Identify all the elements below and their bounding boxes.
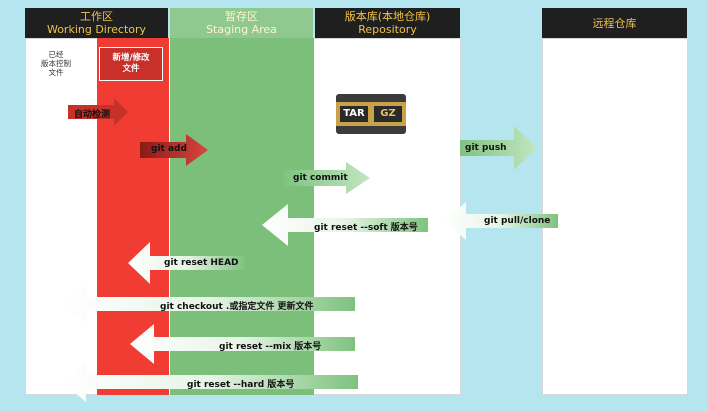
git-add-arrow xyxy=(140,134,208,166)
git-push-label: git push xyxy=(465,143,507,153)
git-pull-label: git pull/clone xyxy=(484,216,551,226)
git-reset-mix-label: git reset --mix 版本号 xyxy=(219,342,322,352)
git-pull-arrow xyxy=(444,202,558,240)
remote-panel xyxy=(542,38,688,395)
new-modified-files-box: 新增/修改 文件 xyxy=(99,47,163,81)
git-reset-soft-arrow xyxy=(262,204,428,246)
git-commit-arrow xyxy=(283,162,370,194)
archive-left-label: TAR xyxy=(340,106,368,122)
staging-column xyxy=(170,38,314,395)
git-checkout-arrow xyxy=(62,284,355,324)
header-working-directory-en: Working Directory xyxy=(46,23,147,36)
git-reset-head-arrow xyxy=(128,242,245,284)
workspace-column xyxy=(97,38,169,395)
git-reset-hard-arrow xyxy=(62,362,358,402)
header-staging-area-en: Staging Area xyxy=(206,23,277,36)
header-working-directory-cn: 工作区 xyxy=(80,10,113,23)
header-repository-cn: 版本库(本地仓库) xyxy=(344,10,431,23)
versioned-files-note: 已经 版本控制 文件 xyxy=(41,50,71,77)
archive-right-label: GZ xyxy=(374,106,402,122)
auto-detect-label: 自动检测 xyxy=(74,110,111,120)
header-repository: 版本库(本地仓库) Repository xyxy=(315,8,460,38)
git-reset-soft-label: git reset --soft 版本号 xyxy=(314,223,418,233)
git-reset-head-label: git reset HEAD xyxy=(164,258,239,268)
git-commit-label: git commit xyxy=(293,173,348,183)
header-staging-area: 暂存区 Staging Area xyxy=(170,8,313,38)
git-push-arrow xyxy=(460,126,537,170)
header-remote-repository-cn: 远程仓库 xyxy=(592,16,637,30)
git-checkout-label: git checkout .或指定文件 更新文件 xyxy=(160,302,314,312)
header-remote-repository: 远程仓库 xyxy=(542,8,687,38)
git-add-label: git add xyxy=(151,144,187,154)
header-working-directory: 工作区 Working Directory xyxy=(25,8,168,38)
git-reset-hard-label: git reset --hard 版本号 xyxy=(187,380,295,390)
header-staging-area-cn: 暂存区 xyxy=(225,10,258,23)
tar-gz-archive-icon: TAR GZ xyxy=(336,94,406,134)
git-reset-mix-arrow xyxy=(130,324,355,364)
auto-detect-arrow xyxy=(68,98,128,126)
header-repository-en: Repository xyxy=(358,23,417,36)
